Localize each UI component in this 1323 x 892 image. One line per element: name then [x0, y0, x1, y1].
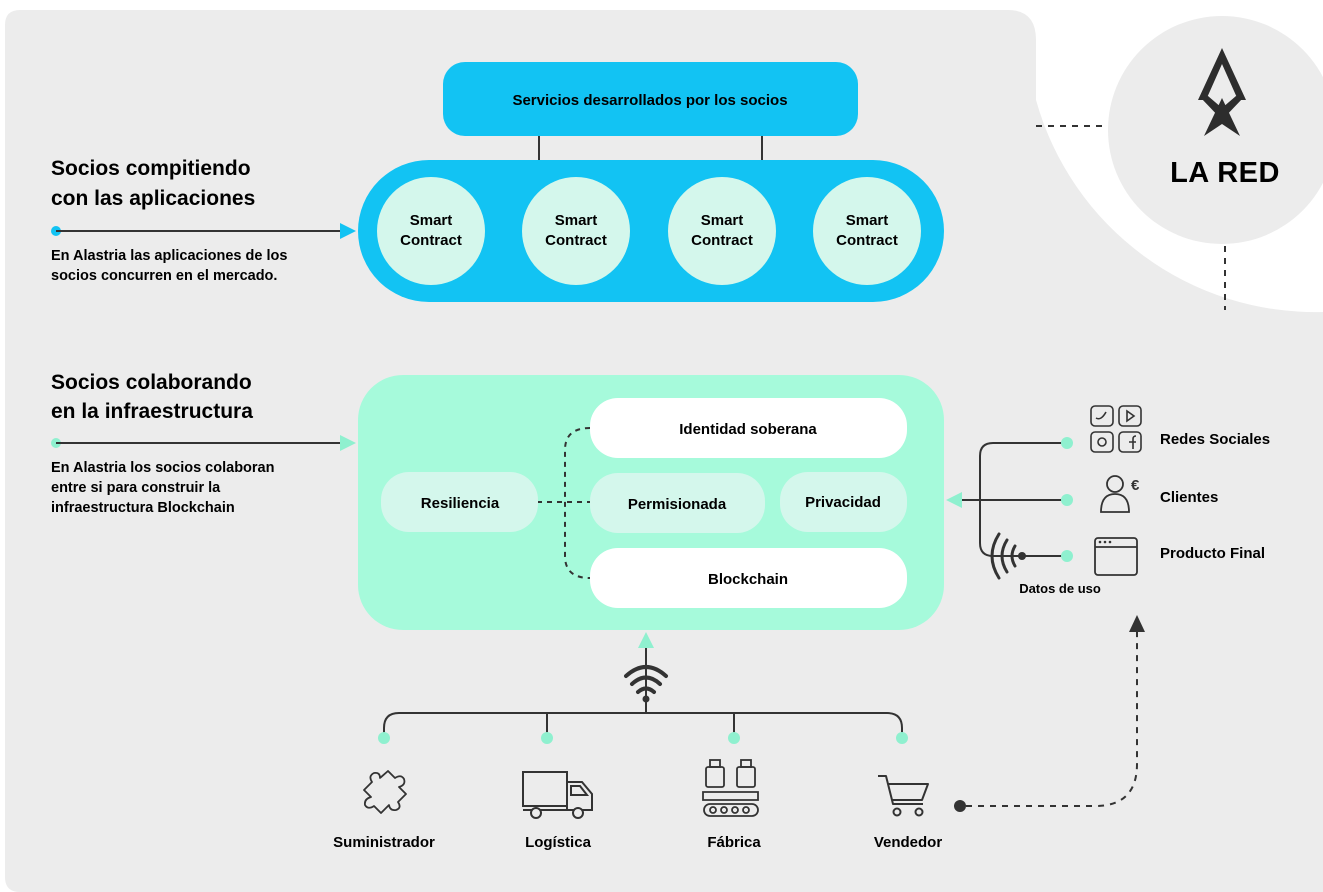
blockchain-pill [590, 548, 907, 608]
smart-contract-3-line1: Smart [701, 212, 744, 229]
supply-chain-bracket [383, 712, 903, 738]
resilience-label: Resiliencia [421, 495, 500, 512]
product-label: Producto Final [1160, 545, 1265, 562]
customer-icon [1100, 475, 1130, 513]
wifi-center-dot [642, 695, 650, 703]
smart-contract-2: Smart Contract [522, 177, 630, 285]
top-arrow-head [340, 223, 356, 239]
social-dot [1061, 437, 1073, 449]
clients-label: Clientes [1160, 489, 1218, 506]
identity-pill [590, 398, 907, 458]
euro-symbol: € [1131, 477, 1140, 494]
top-description-line2: socios concurren en el mercado. [51, 268, 277, 284]
smart-contract-1-line1: Smart [410, 212, 453, 229]
middle-title-line2: en la infraestructura [51, 400, 253, 423]
seller-arrow-head [1129, 615, 1145, 632]
browser-window-icon [1094, 537, 1138, 576]
services-box [443, 62, 858, 136]
signal-waves-icon [990, 532, 1017, 580]
supplier-label: Suministrador [333, 834, 435, 851]
factory-icon [702, 759, 759, 817]
seller-link-dot [954, 800, 966, 812]
middle-description-line3: infraestructura Blockchain [51, 500, 235, 516]
network-title: LA RED [1170, 157, 1280, 189]
signal-center-dot [1018, 552, 1026, 560]
smart-contract-1: Smart Contract [377, 177, 485, 285]
seller-label: Vendedor [874, 834, 943, 851]
smart-contract-4-line2: Contract [836, 232, 898, 249]
alastria-logo-icon [1198, 48, 1246, 136]
middle-arrow-head [340, 435, 356, 451]
social-media-icon [1090, 405, 1142, 453]
clients-dot [1061, 494, 1073, 506]
smart-contract-1-line2: Contract [400, 232, 462, 249]
smart-contracts-band [358, 160, 944, 302]
usage-label: Datos de uso [1019, 581, 1101, 596]
identity-label: Identidad soberana [679, 421, 817, 438]
factory-dot [728, 732, 740, 744]
supplier-dot [378, 732, 390, 744]
smart-contract-2-line1: Smart [555, 212, 598, 229]
smart-contract-3: Smart Contract [668, 177, 776, 285]
permissioned-label: Permisionada [628, 496, 727, 513]
top-title-line1: Socios compitiendo [51, 157, 251, 180]
truck-icon [522, 771, 593, 819]
wifi-icon [624, 665, 668, 694]
blockchain-label: Blockchain [708, 571, 788, 588]
logistics-label: Logística [525, 834, 592, 851]
browser-dot-1 [1098, 540, 1102, 544]
browser-dot-2 [1103, 540, 1107, 544]
top-title-line2: con las aplicaciones [51, 187, 255, 210]
middle-description-line2: entre si para construir la [51, 480, 221, 496]
privacy-label: Privacidad [805, 494, 881, 511]
shopping-cart-icon [878, 775, 929, 817]
product-dot [1061, 550, 1073, 562]
middle-title-line1: Socios colaborando [51, 371, 252, 394]
dashed-bracket [564, 427, 591, 579]
factory-label: Fábrica [707, 834, 761, 851]
seller-dashed-arrow [966, 630, 1138, 807]
smart-contract-4: Smart Contract [813, 177, 921, 285]
smart-contract-3-line2: Contract [691, 232, 753, 249]
social-label: Redes Sociales [1160, 431, 1270, 448]
browser-dot-3 [1108, 540, 1112, 544]
wifi-arrow-head [638, 632, 654, 648]
logistics-dot [541, 732, 553, 744]
top-description-line1: En Alastria las aplicaciones de los [51, 248, 287, 264]
smart-contract-2-line2: Contract [545, 232, 607, 249]
la-red-circle [1108, 16, 1323, 244]
puzzle-icon [363, 770, 407, 814]
seller-dot [896, 732, 908, 744]
middle-description-line1: En Alastria los socios colaboran [51, 460, 274, 476]
data-sources-arrow-head [946, 492, 962, 508]
smart-contract-4-line1: Smart [846, 212, 889, 229]
services-label: Servicios desarrollados por los socios [512, 92, 787, 109]
permissioned-pill [590, 473, 765, 533]
resilience-pill [381, 472, 538, 532]
privacy-pill [780, 472, 907, 532]
